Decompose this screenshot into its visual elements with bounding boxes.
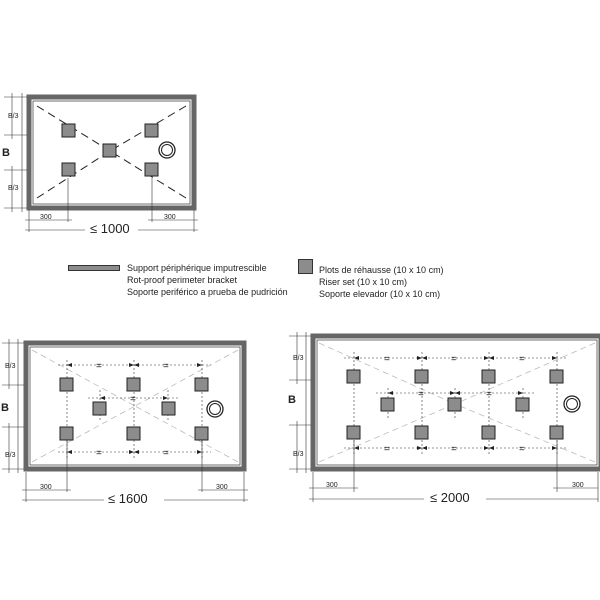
b-label: B (2, 147, 10, 159)
perimeter-label-es: Soporte periférico a prueba de pudrición (127, 287, 288, 297)
edge-dimension: 300 (326, 482, 338, 489)
b-third-label: B/3 (293, 451, 304, 458)
equal-mark: = (418, 389, 424, 400)
riser-label-es: Soporte elevador (10 x 10 cm) (319, 289, 441, 299)
riser-pad (481, 369, 496, 384)
width-label: ≤ 2000 (430, 490, 470, 505)
equal-mark: = (519, 354, 525, 365)
edge-dimension: 300 (40, 484, 52, 491)
riser-pads (61, 123, 159, 177)
diagram-1000: B/3 B/3 B 300 300 ≤ 1000 (2, 93, 198, 236)
riser-pad (447, 397, 462, 412)
riser-pad (61, 162, 76, 177)
diagram-1600: = = = = = B/3 (1, 339, 248, 506)
equal-mark: = (486, 389, 492, 400)
riser-pad (481, 425, 496, 440)
riser-pad (102, 143, 117, 158)
riser-label-en: Riser set (10 x 10 cm) (319, 277, 408, 287)
riser-pad (59, 377, 74, 392)
riser-pad (61, 123, 76, 138)
riser-pads (59, 377, 209, 441)
riser-pad (549, 425, 564, 440)
riser-pad (144, 123, 159, 138)
equal-mark: = (451, 354, 457, 365)
riser-pad (59, 426, 74, 441)
b-third-label: B/3 (5, 363, 16, 370)
riser-set-swatch (298, 259, 313, 274)
riser-pad (194, 377, 209, 392)
drain-icon (563, 395, 581, 413)
riser-pads (346, 369, 564, 440)
width-label: ≤ 1600 (108, 491, 148, 506)
equal-mark: = (163, 448, 169, 459)
edge-dimension: 300 (164, 214, 176, 221)
riser-label-fr: Plots de réhausse (10 x 10 cm) (319, 265, 444, 275)
equal-marks: = = = = = = = = (384, 354, 525, 455)
perimeter-label-en: Rot-proof perimeter bracket (127, 275, 238, 285)
b-third-label: B/3 (8, 185, 19, 192)
riser-pad (515, 397, 530, 412)
b-third-label: B/3 (5, 452, 16, 459)
perimeter-bracket-swatch (68, 265, 120, 271)
riser-pad (380, 397, 395, 412)
drain-icon (206, 400, 224, 418)
width-label: ≤ 1000 (90, 221, 130, 236)
riser-pad (549, 369, 564, 384)
edge-dimension: 300 (216, 484, 228, 491)
riser-pad (194, 426, 209, 441)
riser-pad (126, 426, 141, 441)
b-third-label: B/3 (8, 113, 19, 120)
diagram-2000: = = = = = = = = (288, 332, 600, 505)
equal-mark: = (130, 394, 136, 405)
edge-dimension: 300 (572, 482, 584, 489)
riser-pad (346, 425, 361, 440)
b-label: B (288, 394, 296, 406)
b-third-label: B/3 (293, 355, 304, 362)
equal-mark: = (451, 444, 457, 455)
equal-mark: = (519, 444, 525, 455)
equal-mark: = (96, 361, 102, 372)
equal-mark: = (163, 361, 169, 372)
equal-mark: = (384, 444, 390, 455)
equal-mark: = (96, 448, 102, 459)
b-label: B (1, 402, 9, 414)
equal-mark: = (384, 354, 390, 365)
edge-dimension: 300 (40, 214, 52, 221)
equal-marks: = = = = = (96, 361, 169, 459)
drain-icon (158, 141, 176, 159)
riser-pad (126, 377, 141, 392)
riser-pad (144, 162, 159, 177)
riser-pad (92, 401, 107, 416)
perimeter-label-fr: Support périphérique imputrescible (127, 263, 267, 273)
riser-pad (414, 369, 429, 384)
riser-pad (414, 425, 429, 440)
riser-pad (161, 401, 176, 416)
riser-pad (346, 369, 361, 384)
